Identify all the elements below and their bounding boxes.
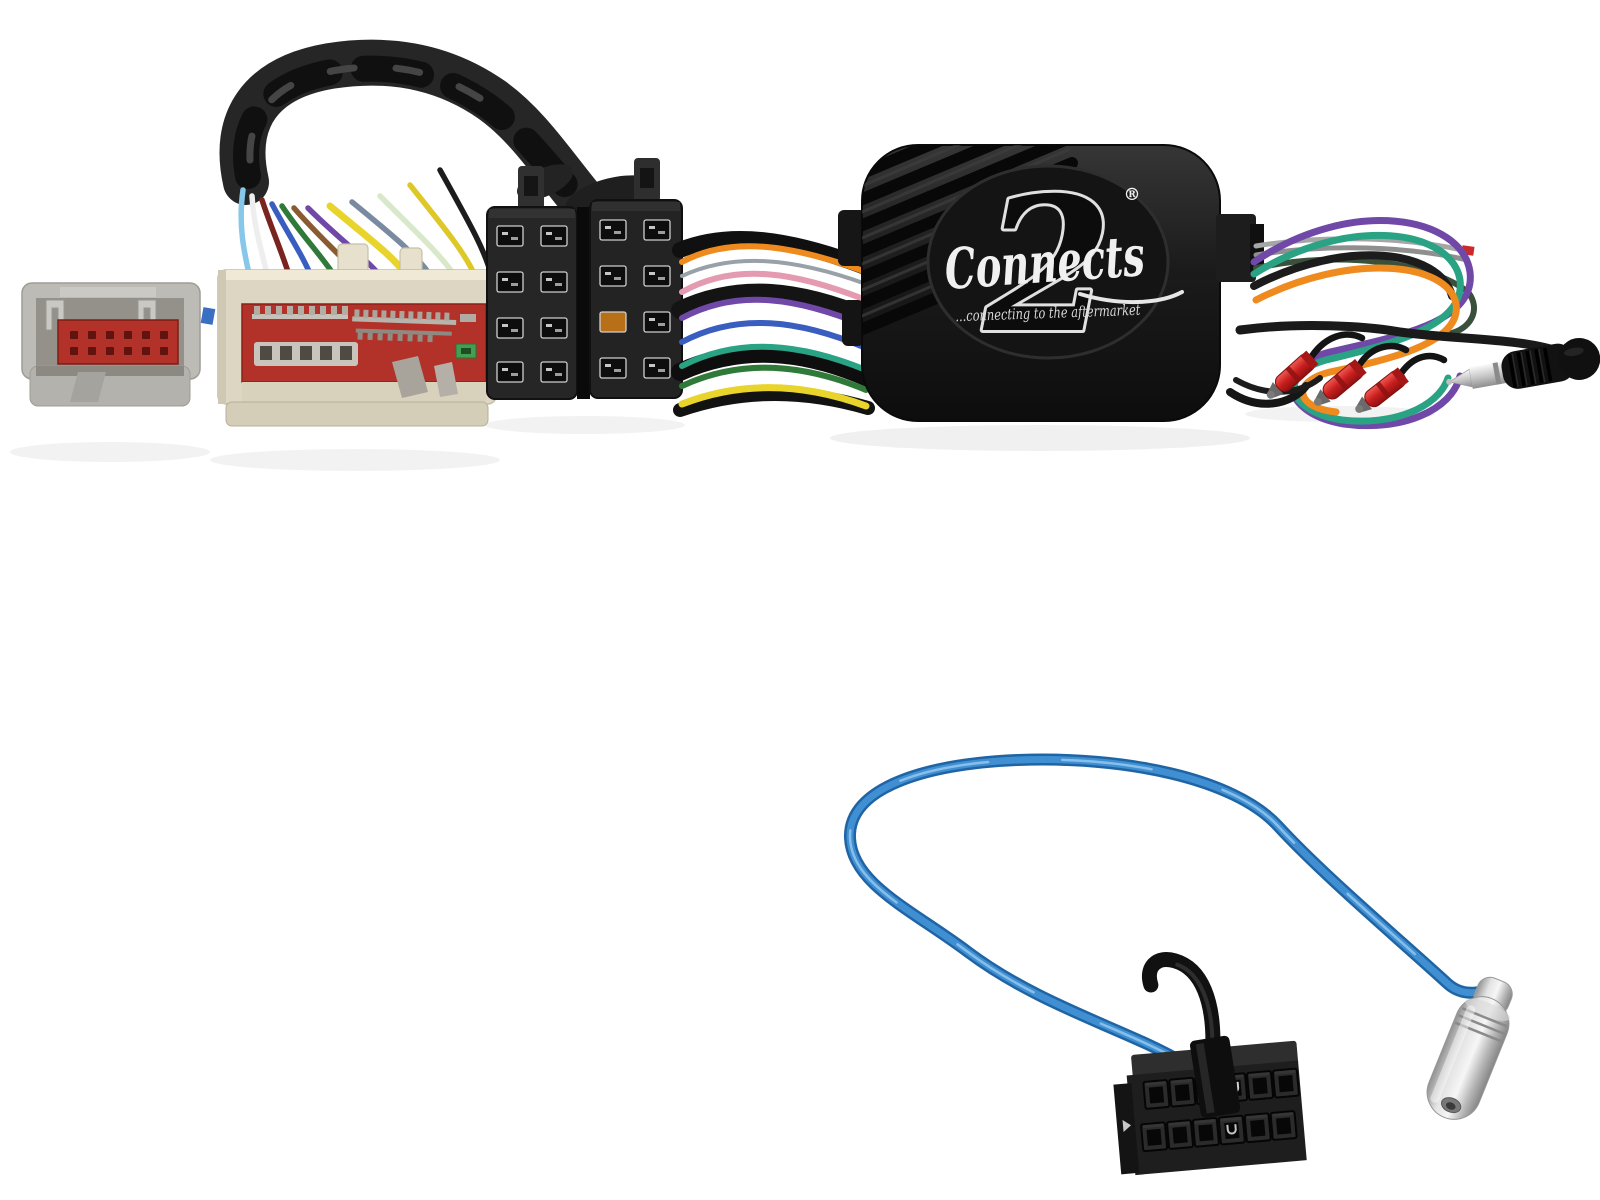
jack-35mm xyxy=(1446,337,1600,389)
microfit-12pin-connector xyxy=(1113,952,1307,1176)
antenna-din-socket xyxy=(1426,976,1513,1120)
bullet-wire xyxy=(1356,342,1410,368)
orange-pin-slot xyxy=(599,311,627,333)
connects2-logo: 2 ® Connects ...connecting to the afterm… xyxy=(943,153,1184,377)
antenna-cable-blue xyxy=(843,753,1502,1068)
logo-numeral: 2 xyxy=(983,156,1113,374)
box-left-tab xyxy=(842,300,864,346)
box-right-stub xyxy=(1216,214,1256,282)
soft-shadows xyxy=(10,406,1435,471)
bullet-wire xyxy=(1398,352,1448,376)
logo-script: Connects xyxy=(943,223,1147,303)
patch-wire-loop xyxy=(1226,217,1565,430)
box-emblem xyxy=(926,164,1170,360)
polarity-triangle xyxy=(1122,1120,1132,1132)
bullet-terminal xyxy=(1308,358,1368,412)
iso-connector-right xyxy=(589,158,683,399)
jack-metal-tip xyxy=(1448,368,1473,388)
interface-box: 2 ® Connects ...connecting to the afterm… xyxy=(838,144,1264,422)
antenna-lead-assembly xyxy=(843,753,1513,1176)
jack-elbow xyxy=(1558,337,1600,380)
logo-registered: ® xyxy=(1124,185,1141,205)
iso-gap-shadow xyxy=(577,207,590,399)
oem-grey-connector xyxy=(21,282,216,407)
logo-swoosh xyxy=(1078,290,1184,305)
bullet-terminals xyxy=(1261,331,1448,419)
bullet-wire xyxy=(1308,331,1366,360)
grey-connector-insert xyxy=(57,319,179,365)
mid-wire-bundle xyxy=(671,231,877,417)
oem-beige-connector xyxy=(217,243,497,427)
iso-connector-left xyxy=(486,166,578,400)
box-left-tab xyxy=(838,210,866,266)
small-blue-wire-tip xyxy=(200,307,216,325)
